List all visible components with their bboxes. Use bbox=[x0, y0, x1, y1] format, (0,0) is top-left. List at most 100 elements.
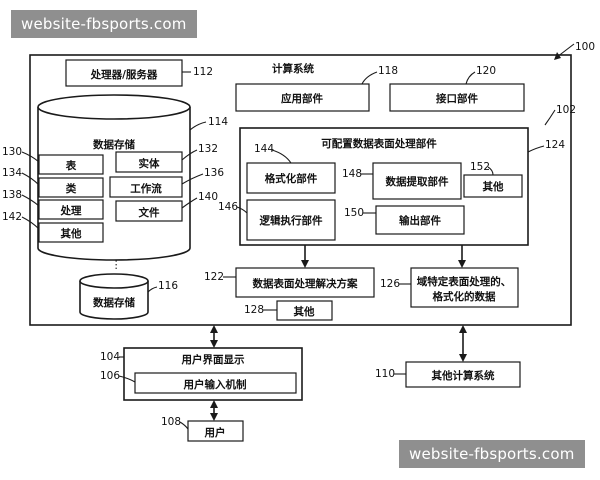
processor-box bbox=[65, 59, 183, 87]
ref-100-arrowhead bbox=[554, 52, 561, 60]
arrow-other-systems-down bbox=[459, 354, 467, 362]
interface-box bbox=[389, 83, 525, 112]
arrow-ui-link-down bbox=[210, 340, 218, 348]
ref-104: 104 bbox=[100, 351, 120, 363]
class-box bbox=[38, 177, 104, 198]
ref-122: 122 bbox=[204, 271, 224, 283]
ref-102-leader bbox=[544, 109, 556, 126]
class-label: 类 bbox=[66, 182, 77, 195]
ref-136-leader bbox=[181, 173, 204, 185]
ref-108-leader bbox=[179, 421, 189, 430]
arrow-other-systems-up bbox=[459, 325, 467, 333]
ref-146-leader bbox=[236, 206, 248, 214]
ref-148: 148 bbox=[342, 168, 362, 180]
ref-124-leader bbox=[527, 145, 545, 153]
arrow-to-solution-head bbox=[301, 260, 309, 268]
ref-120: 120 bbox=[476, 65, 496, 77]
other-inner-label: 其他 bbox=[483, 180, 504, 193]
configurable-component-label: 可配置数据表面处理部件 bbox=[321, 137, 437, 150]
ref-140: 140 bbox=[198, 191, 218, 203]
ref-100-leader bbox=[556, 43, 575, 58]
solution-box bbox=[235, 267, 375, 298]
arrow-to-domain-data-head bbox=[458, 260, 466, 268]
other-left-label: 其他 bbox=[61, 227, 82, 240]
ref-114: 114 bbox=[208, 116, 228, 128]
ref-126: 126 bbox=[380, 278, 400, 290]
ref-150: 150 bbox=[344, 207, 364, 219]
ref-116-leader bbox=[147, 286, 158, 293]
ref-106-leader bbox=[118, 375, 136, 383]
domain-data-line1: 域特定表面处理的、 bbox=[417, 275, 512, 288]
logic-label: 逻辑执行部件 bbox=[260, 214, 323, 227]
ref-134-leader bbox=[21, 172, 40, 186]
ref-136: 136 bbox=[204, 167, 224, 179]
watermark-bottom: website-fbsports.com bbox=[399, 440, 585, 468]
ref-102: 102 bbox=[556, 104, 576, 116]
data-store-small-label: 数据存储 bbox=[92, 296, 135, 309]
ref-130: 130 bbox=[2, 146, 22, 158]
data-store-main-top bbox=[37, 94, 191, 120]
formatting-box bbox=[246, 162, 336, 194]
arrow-ui-link-up bbox=[210, 325, 218, 333]
ref-144-leader bbox=[271, 149, 292, 164]
data-store-small-cylinder bbox=[79, 281, 149, 320]
ref-118-leader bbox=[361, 71, 378, 85]
ref-116: 116 bbox=[158, 280, 178, 292]
other-left-box bbox=[38, 222, 104, 243]
ref-152-leader bbox=[487, 166, 494, 176]
application-box bbox=[235, 83, 370, 112]
processing-label: 处理 bbox=[60, 204, 82, 217]
file-box bbox=[115, 200, 183, 222]
other-systems-label: 其他计算系统 bbox=[432, 369, 495, 382]
processor-label: 处理器/服务器 bbox=[90, 68, 158, 81]
ui-input-box bbox=[134, 372, 297, 394]
application-label: 应用部件 bbox=[281, 92, 323, 105]
processing-box bbox=[38, 199, 104, 220]
other-bottom-label: 其他 bbox=[294, 305, 315, 318]
ref-138: 138 bbox=[2, 189, 22, 201]
watermark-top: website-fbsports.com bbox=[11, 10, 197, 38]
arrow-user-link-up bbox=[210, 400, 218, 408]
table-label: 表 bbox=[65, 159, 77, 172]
domain-data-line2: 格式化的数据 bbox=[433, 290, 496, 303]
ref-130-leader bbox=[21, 151, 40, 163]
data-store-main-label: 数据存储 bbox=[92, 138, 135, 151]
ref-100: 100 bbox=[575, 41, 595, 53]
entity-label: 实体 bbox=[139, 157, 160, 170]
user-box bbox=[187, 420, 244, 442]
output-label: 输出部件 bbox=[399, 214, 441, 227]
other-systems-box bbox=[405, 361, 521, 388]
ui-display-label: 用户界面显示 bbox=[181, 353, 245, 366]
ref-106: 106 bbox=[100, 370, 120, 382]
ellipsis: ⋮ bbox=[111, 259, 122, 271]
ref-134: 134 bbox=[2, 167, 22, 179]
extraction-box bbox=[372, 162, 462, 200]
output-box bbox=[375, 205, 465, 235]
ref-118: 118 bbox=[378, 65, 398, 77]
ref-124: 124 bbox=[545, 139, 565, 151]
ref-146: 146 bbox=[218, 201, 238, 213]
ref-140-leader bbox=[181, 197, 198, 209]
ui-input-label: 用户输入机制 bbox=[183, 378, 247, 391]
ref-152: 152 bbox=[470, 161, 490, 173]
entity-box bbox=[115, 151, 183, 173]
ref-132: 132 bbox=[198, 143, 218, 155]
ref-110: 110 bbox=[375, 368, 395, 380]
logic-box bbox=[246, 199, 336, 241]
ref-128: 128 bbox=[244, 304, 264, 316]
ref-114-leader bbox=[189, 121, 207, 131]
interface-label: 接口部件 bbox=[436, 92, 478, 105]
workflow-label: 工作流 bbox=[130, 182, 162, 195]
ref-142-leader bbox=[21, 216, 40, 230]
file-label: 文件 bbox=[138, 206, 160, 219]
solution-label: 数据表面处理解决方案 bbox=[252, 277, 358, 290]
domain-data-box bbox=[410, 267, 519, 308]
ref-132-leader bbox=[181, 149, 198, 161]
table-box bbox=[38, 154, 104, 175]
ref-120-leader bbox=[465, 71, 476, 85]
arrow-user-link-down bbox=[210, 413, 218, 421]
ref-112: 112 bbox=[193, 66, 213, 78]
formatting-label: 格式化部件 bbox=[265, 172, 318, 185]
